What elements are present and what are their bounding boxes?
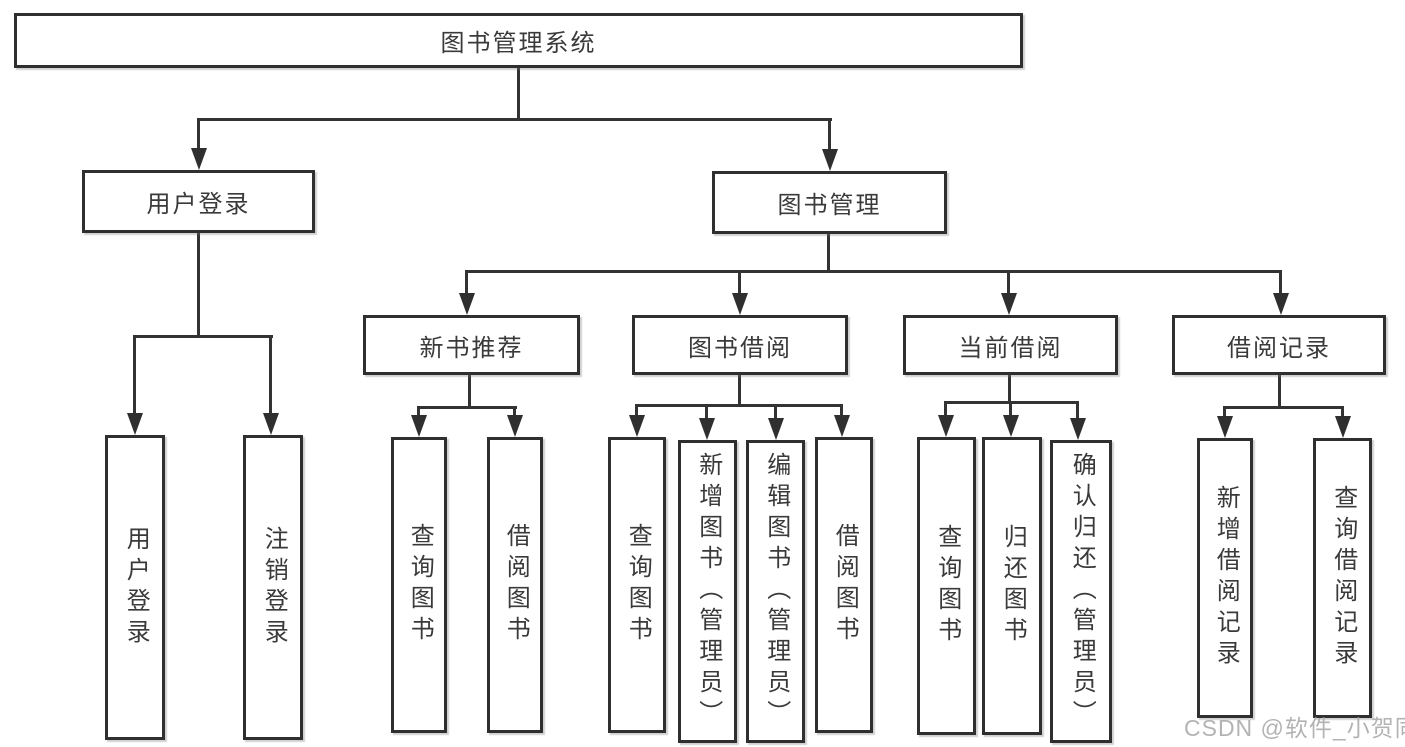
connector-arrowhead bbox=[507, 415, 523, 437]
connector-line bbox=[1007, 270, 1010, 295]
connector-line bbox=[827, 234, 830, 272]
node-label: 归还图书 bbox=[999, 524, 1027, 648]
connector-line bbox=[197, 118, 200, 152]
connector-line bbox=[1009, 401, 1012, 417]
connector-line bbox=[1223, 406, 1226, 418]
connector-line bbox=[197, 118, 832, 121]
node-label: 查询图书 bbox=[406, 523, 434, 647]
connector-line bbox=[705, 404, 708, 420]
connector-line bbox=[269, 335, 272, 415]
connector-arrowhead bbox=[1003, 415, 1019, 437]
node-label: 图书借阅 bbox=[688, 334, 792, 362]
connector-line bbox=[468, 375, 471, 408]
connector-line bbox=[417, 406, 517, 409]
connector-arrowhead bbox=[768, 418, 784, 440]
node-add-books-admin: 新增图书（管理员） bbox=[678, 440, 737, 743]
node-label: 查询图书 bbox=[933, 524, 961, 648]
node-book-borrowing: 图书借阅 bbox=[632, 315, 848, 375]
connector-arrowhead bbox=[127, 413, 143, 435]
node-label: 查询借阅记录 bbox=[1329, 485, 1357, 671]
node-label: 确认归还（管理员） bbox=[1068, 452, 1096, 731]
connector-line bbox=[465, 270, 468, 295]
node-user-login-branch: 用户登录 bbox=[82, 170, 315, 233]
node-query-borrow-record: 查询借阅记录 bbox=[1313, 438, 1372, 718]
connector-line bbox=[1341, 406, 1344, 418]
connector-line bbox=[828, 118, 831, 153]
node-label: 借阅记录 bbox=[1227, 334, 1331, 362]
connector-line bbox=[635, 404, 638, 417]
connector-arrowhead bbox=[191, 148, 207, 170]
connector-line bbox=[738, 375, 741, 406]
node-label: 图书管理系统 bbox=[440, 30, 597, 57]
node-label: 用户登录 bbox=[146, 191, 251, 218]
node-label: 用户登录 bbox=[122, 525, 150, 650]
connector-arrowhead bbox=[938, 415, 954, 437]
node-label: 注销登录 bbox=[260, 525, 288, 650]
node-user-login-leaf: 用户登录 bbox=[105, 435, 165, 740]
node-label: 借阅图书 bbox=[831, 523, 859, 647]
connector-line bbox=[1076, 401, 1079, 420]
connector-line bbox=[197, 233, 200, 337]
connector-line bbox=[133, 335, 136, 415]
connector-line bbox=[133, 335, 273, 338]
connector-line bbox=[840, 404, 843, 417]
node-borrow-books-borrowing: 借阅图书 bbox=[815, 437, 873, 733]
connector-arrowhead bbox=[411, 415, 427, 437]
connector-arrowhead bbox=[834, 415, 850, 437]
connector-arrowhead bbox=[1217, 416, 1233, 438]
connector-arrowhead bbox=[263, 413, 279, 435]
connector-line bbox=[738, 270, 741, 295]
connector-arrowhead bbox=[1001, 293, 1017, 315]
node-add-borrow-record: 新增借阅记录 bbox=[1197, 438, 1253, 718]
watermark-text: CSDN @软件_小贺同学 bbox=[1184, 715, 1405, 741]
connector-arrowhead bbox=[1070, 418, 1086, 440]
node-query-books-recommend: 查询图书 bbox=[391, 437, 447, 733]
node-query-books-borrowing: 查询图书 bbox=[608, 437, 666, 733]
connector-line bbox=[635, 404, 843, 407]
connector-line bbox=[517, 68, 520, 120]
connector-line bbox=[1278, 375, 1281, 408]
node-return-books: 归还图书 bbox=[982, 437, 1042, 735]
node-confirm-return-admin: 确认归还（管理员） bbox=[1050, 440, 1112, 743]
connector-line bbox=[465, 270, 1282, 273]
node-book-management-branch: 图书管理 bbox=[712, 171, 947, 234]
node-new-book-recommend: 新书推荐 bbox=[363, 315, 580, 375]
node-edit-books-admin: 编辑图书（管理员） bbox=[746, 440, 805, 743]
connector-arrowhead bbox=[1335, 416, 1351, 438]
connector-arrowhead bbox=[459, 293, 475, 315]
node-label: 查询图书 bbox=[624, 523, 652, 647]
connector-line bbox=[1008, 375, 1011, 403]
connector-line bbox=[1223, 406, 1344, 409]
connector-line bbox=[944, 401, 947, 417]
node-borrowing-records: 借阅记录 bbox=[1172, 315, 1386, 375]
connector-line bbox=[417, 406, 420, 417]
node-label: 新增借阅记录 bbox=[1212, 485, 1240, 671]
connector-arrowhead bbox=[822, 149, 838, 171]
node-logout-leaf: 注销登录 bbox=[243, 435, 303, 740]
node-label: 编辑图书（管理员） bbox=[762, 452, 790, 731]
node-borrow-books-recommend: 借阅图书 bbox=[487, 437, 543, 733]
connector-line bbox=[1279, 270, 1282, 295]
connector-arrowhead bbox=[732, 293, 748, 315]
node-label: 新书推荐 bbox=[419, 334, 524, 362]
connector-line bbox=[774, 404, 777, 420]
connector-arrowhead bbox=[629, 415, 645, 437]
node-label: 新增图书（管理员） bbox=[694, 452, 722, 731]
node-library-management-system: 图书管理系统 bbox=[14, 13, 1023, 68]
connector-line bbox=[513, 406, 516, 417]
connector-arrowhead bbox=[699, 418, 715, 440]
node-label: 当前借阅 bbox=[958, 334, 1063, 362]
connector-arrowhead bbox=[1273, 293, 1289, 315]
node-query-books-current: 查询图书 bbox=[917, 437, 976, 735]
node-current-borrowing: 当前借阅 bbox=[903, 315, 1118, 375]
node-label: 图书管理 bbox=[777, 192, 882, 219]
node-label: 借阅图书 bbox=[502, 523, 530, 647]
